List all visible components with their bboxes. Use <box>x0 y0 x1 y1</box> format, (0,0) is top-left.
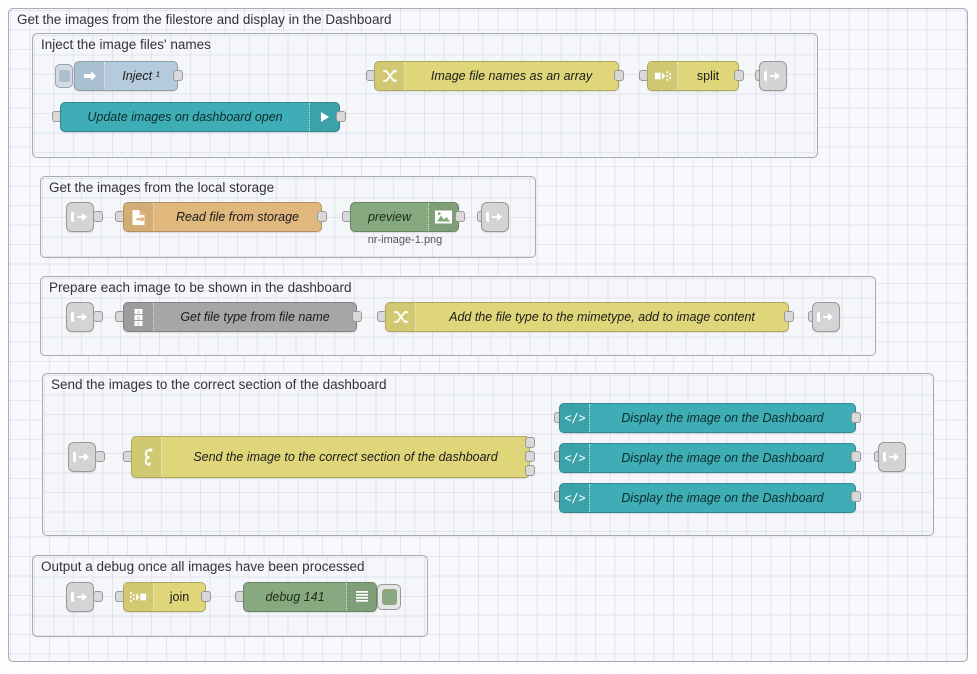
node-label: Inject ¹ <box>122 69 160 83</box>
node-label: debug 141 <box>265 590 325 604</box>
node-file-in[interactable]: Read file from storage <box>123 202 322 232</box>
link-out-icon <box>764 71 780 81</box>
change-shuffle-icon <box>375 62 405 90</box>
group-label: Get the images from the filestore and di… <box>17 12 392 27</box>
node-output-port[interactable] <box>614 70 624 81</box>
debug-enable-toggle[interactable] <box>377 584 401 610</box>
svg-text:</>: </> <box>565 491 585 505</box>
node-change-image-array[interactable]: Image file names as an array <box>374 61 619 91</box>
node-debug[interactable]: debug 141 <box>243 582 377 612</box>
node-link-out-prepare[interactable] <box>812 302 840 332</box>
link-out-icon <box>817 312 833 322</box>
node-label: Image file names as an array <box>430 69 593 83</box>
node-output-port[interactable] <box>93 591 103 602</box>
debug-toggle-indicator <box>381 589 397 605</box>
node-output-port-1[interactable] <box>525 437 535 448</box>
group-inject[interactable]: Inject the image files' names <box>32 33 818 158</box>
group-label: Output a debug once all images have been… <box>41 559 365 574</box>
link-out-icon <box>883 452 899 462</box>
node-label: Send the image to the correct section of… <box>193 450 498 464</box>
svg-text:A: A <box>136 309 140 314</box>
change-shuffle-icon <box>386 303 416 331</box>
link-in-icon <box>71 592 87 602</box>
link-in-icon <box>71 212 87 222</box>
node-inject[interactable]: Inject ¹ <box>74 61 178 91</box>
link-in-icon <box>71 312 87 322</box>
node-split[interactable]: split <box>647 61 739 91</box>
node-output-port[interactable] <box>851 451 861 462</box>
node-ui-event[interactable]: Update images on dashboard open <box>60 102 340 132</box>
debug-lines-icon <box>346 583 376 611</box>
inject-arrow-icon <box>75 62 105 90</box>
template-code-icon: </> <box>560 484 590 512</box>
node-add-mimetype[interactable]: Add the file type to the mimetype, add t… <box>385 302 789 332</box>
template-code-icon: </> <box>560 404 590 432</box>
group-label: Send the images to the correct section o… <box>51 377 387 392</box>
link-out-arrow-icon <box>309 103 339 131</box>
node-output-port[interactable] <box>317 211 327 222</box>
image-preview-icon <box>428 203 458 231</box>
node-label: Display the image on the Dashboard <box>621 411 824 425</box>
node-output-port-3[interactable] <box>525 465 535 476</box>
node-label: preview <box>367 210 412 224</box>
svg-text:C: C <box>136 321 140 326</box>
node-label: Get file type from file name <box>180 310 330 324</box>
inject-button-face <box>58 70 70 82</box>
file-document-icon <box>124 203 154 231</box>
node-output-port[interactable] <box>95 451 105 462</box>
node-output-port-2[interactable] <box>525 451 535 462</box>
group-label: Prepare each image to be shown in the da… <box>49 280 352 295</box>
node-image-preview[interactable]: preview <box>350 202 459 232</box>
node-link-in-storage[interactable] <box>66 202 94 232</box>
node-output-port[interactable] <box>336 111 346 122</box>
node-label: Read file from storage <box>176 210 299 224</box>
node-switch-section[interactable]: Send the image to the correct section of… <box>131 436 530 478</box>
node-output-port[interactable] <box>173 70 183 81</box>
template-code-icon: </> <box>560 444 590 472</box>
node-link-in-debug[interactable] <box>66 582 94 612</box>
node-output-port[interactable] <box>734 70 744 81</box>
node-link-in-send[interactable] <box>68 442 96 472</box>
node-output-port[interactable] <box>784 311 794 322</box>
group-label: Get the images from the local storage <box>49 180 275 195</box>
node-output-port[interactable] <box>851 412 861 423</box>
node-link-out-storage[interactable] <box>481 202 509 232</box>
node-label: join <box>169 590 190 604</box>
link-out-icon <box>486 212 502 222</box>
node-label: split <box>696 69 720 83</box>
node-output-port[interactable] <box>93 311 103 322</box>
group-label: Inject the image files' names <box>41 37 211 52</box>
split-icon <box>648 62 678 90</box>
svg-text:</>: </> <box>565 451 585 465</box>
node-display-image-2[interactable]: </> Display the image on the Dashboard <box>559 443 856 473</box>
node-link-in-prepare[interactable] <box>66 302 94 332</box>
join-icon <box>124 583 154 611</box>
node-label: Display the image on the Dashboard <box>621 491 824 505</box>
node-label: Add the file type to the mimetype, add t… <box>449 310 755 324</box>
abc-change-icon: A B C <box>124 303 154 331</box>
preview-caption: nr-image-1.png <box>367 234 443 246</box>
link-in-icon <box>73 452 89 462</box>
node-link-out-1[interactable] <box>759 61 787 91</box>
inject-trigger-button[interactable] <box>55 64 73 88</box>
node-label: Display the image on the Dashboard <box>621 451 824 465</box>
node-join[interactable]: join <box>123 582 206 612</box>
node-display-image-1[interactable]: </> Display the image on the Dashboard <box>559 403 856 433</box>
node-output-port[interactable] <box>851 491 861 502</box>
node-output-port[interactable] <box>352 311 362 322</box>
node-output-port[interactable] <box>455 211 465 222</box>
node-display-image-3[interactable]: </> Display the image on the Dashboard <box>559 483 856 513</box>
node-label: Update images on dashboard open <box>87 110 283 124</box>
svg-text:B: B <box>136 315 139 320</box>
node-link-out-send[interactable] <box>878 442 906 472</box>
node-output-port[interactable] <box>93 211 103 222</box>
node-get-file-type[interactable]: A B C Get file type from file name <box>123 302 357 332</box>
node-output-port[interactable] <box>201 591 211 602</box>
svg-text:</>: </> <box>565 411 585 425</box>
switch-icon <box>132 437 162 477</box>
